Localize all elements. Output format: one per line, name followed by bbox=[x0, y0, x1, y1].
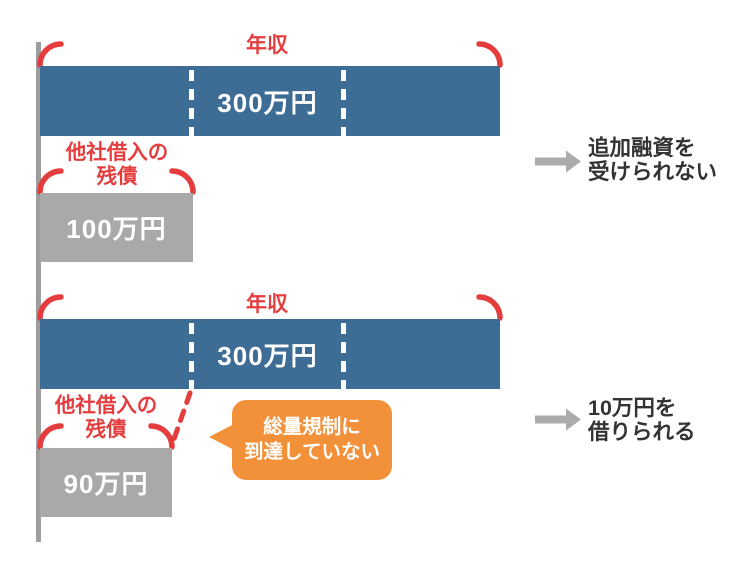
income-value-2: 300万円 bbox=[217, 340, 318, 371]
result-text-1-line2: 受けられない bbox=[588, 160, 718, 184]
debt-label-2-line2: 残債 bbox=[85, 418, 127, 441]
debt-bar1 bbox=[40, 193, 193, 262]
income-bar2 bbox=[40, 319, 500, 389]
debt-label-2: 他社借入の 残債 bbox=[31, 394, 181, 442]
bracket-right-arc-income1 bbox=[476, 41, 503, 68]
result-text-1-line1: 追加融資を bbox=[588, 136, 696, 160]
income-bar1 bbox=[40, 66, 500, 136]
result-text-2-line2: 借りられる bbox=[588, 420, 696, 444]
debt-value-2: 90万円 bbox=[63, 469, 149, 499]
result-text-2-line1: 10万円を bbox=[588, 396, 677, 420]
arrow-right-icon bbox=[535, 150, 581, 173]
debt-label-2-line1: 他社借入の bbox=[54, 394, 158, 417]
bracket-left-arc-debt1 bbox=[37, 168, 64, 195]
bracket-left-arc-income1 bbox=[37, 41, 64, 68]
debt-label-1: 他社借入の 残債 bbox=[41, 141, 193, 189]
speech-bubble-line2: 到達していない bbox=[244, 441, 380, 463]
debt-bar2 bbox=[40, 448, 172, 517]
speech-bubble-text: 総量規制に 到達していない bbox=[232, 400, 392, 480]
speech-bubble-body bbox=[232, 400, 392, 480]
speech-bubble-tail bbox=[209, 422, 238, 452]
income-value-1: 300万円 bbox=[217, 87, 318, 118]
vertical-axis-line bbox=[36, 42, 41, 542]
section2-shapes bbox=[37, 294, 581, 517]
arrow-right-icon bbox=[535, 408, 581, 431]
bracket-right-arc-debt2 bbox=[148, 423, 175, 450]
income-label-2: 年収 bbox=[246, 293, 288, 316]
debt-label-1-line1: 他社借入の bbox=[65, 141, 169, 164]
debt-value-1: 100万円 bbox=[66, 214, 167, 244]
bracket-right-arc-debt1 bbox=[169, 168, 196, 195]
result-text-2: 10万円を 借りられる bbox=[588, 396, 696, 444]
bracket-left-arc-income2 bbox=[37, 294, 64, 321]
income-label-1: 年収 bbox=[246, 34, 288, 57]
regulation-threshold-dashed-line bbox=[170, 390, 193, 445]
section1-shapes bbox=[37, 41, 581, 262]
result-text-1: 追加融資を 受けられない bbox=[588, 136, 717, 184]
speech-bubble-line1: 総量規制に bbox=[263, 416, 361, 438]
bracket-right-arc-income2 bbox=[476, 294, 503, 321]
bracket-left-arc-debt2 bbox=[37, 423, 64, 450]
debt-label-1-line2: 残債 bbox=[96, 165, 138, 188]
